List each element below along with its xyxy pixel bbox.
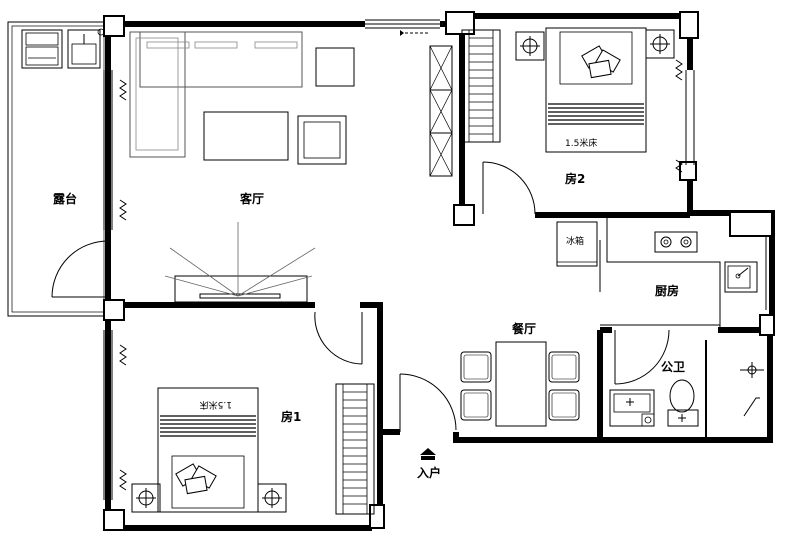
bathroom-door-swing [614, 329, 670, 385]
bed-1: 1.5米床 [157, 387, 259, 513]
shower-icon [740, 362, 764, 417]
washing-machine-icon [21, 29, 63, 69]
room-label-bedroom-2: 房2 [565, 171, 585, 186]
dining-table [460, 341, 580, 427]
living-room-cabinet [429, 45, 453, 177]
armchair [297, 115, 347, 165]
fridge: 冰箱 [556, 221, 598, 267]
side-table [315, 47, 355, 87]
balcony-area [7, 21, 109, 317]
bedroom-1-door-swing [314, 311, 363, 365]
tv-cabinet [164, 222, 316, 303]
laundry-sink-icon [67, 29, 101, 69]
windows [103, 59, 775, 500]
entrance-arrow-icon [420, 448, 436, 460]
wardrobe-1 [335, 383, 375, 515]
nightstand-lamp-icon [131, 483, 161, 513]
bed-1-label: 1.5米床 [200, 399, 232, 411]
bed-2-label: 1.5米床 [565, 137, 597, 149]
toilet-icon [667, 379, 699, 427]
nightstand-lamp-icon [515, 31, 545, 61]
bed-2: 1.5米床 [545, 27, 647, 153]
room-label-balcony: 露台 [53, 191, 77, 206]
walls [105, 13, 775, 531]
room-label-kitchen: 厨房 [655, 283, 679, 298]
kitchen-counter [606, 218, 721, 328]
nightstand-lamp-icon [257, 483, 287, 513]
wardrobe-2 [461, 29, 501, 143]
nightstand-lamp-icon [645, 29, 675, 59]
pillow-icon [175, 463, 217, 495]
coffee-table [203, 111, 289, 161]
kitchen-sink-icon [724, 261, 758, 293]
room-label-bedroom-1: 房1 [281, 409, 301, 424]
room-label-dining: 餐厅 [512, 321, 536, 336]
entrance-door-swing [399, 373, 457, 432]
bathroom-vanity-icon [609, 389, 655, 427]
bedroom-2-door-swing [482, 161, 536, 215]
balcony-door-swing [51, 240, 109, 298]
entrance-label: 入户 [417, 465, 441, 480]
pillow-icon [581, 45, 621, 79]
room-label-bathroom: 公卫 [661, 360, 685, 374]
room-label-living-room: 客厅 [239, 191, 264, 206]
fridge-label: 冰箱 [566, 235, 584, 247]
sliding-door-marker [400, 30, 430, 36]
stove-icon [654, 231, 698, 253]
sofa [129, 31, 303, 158]
